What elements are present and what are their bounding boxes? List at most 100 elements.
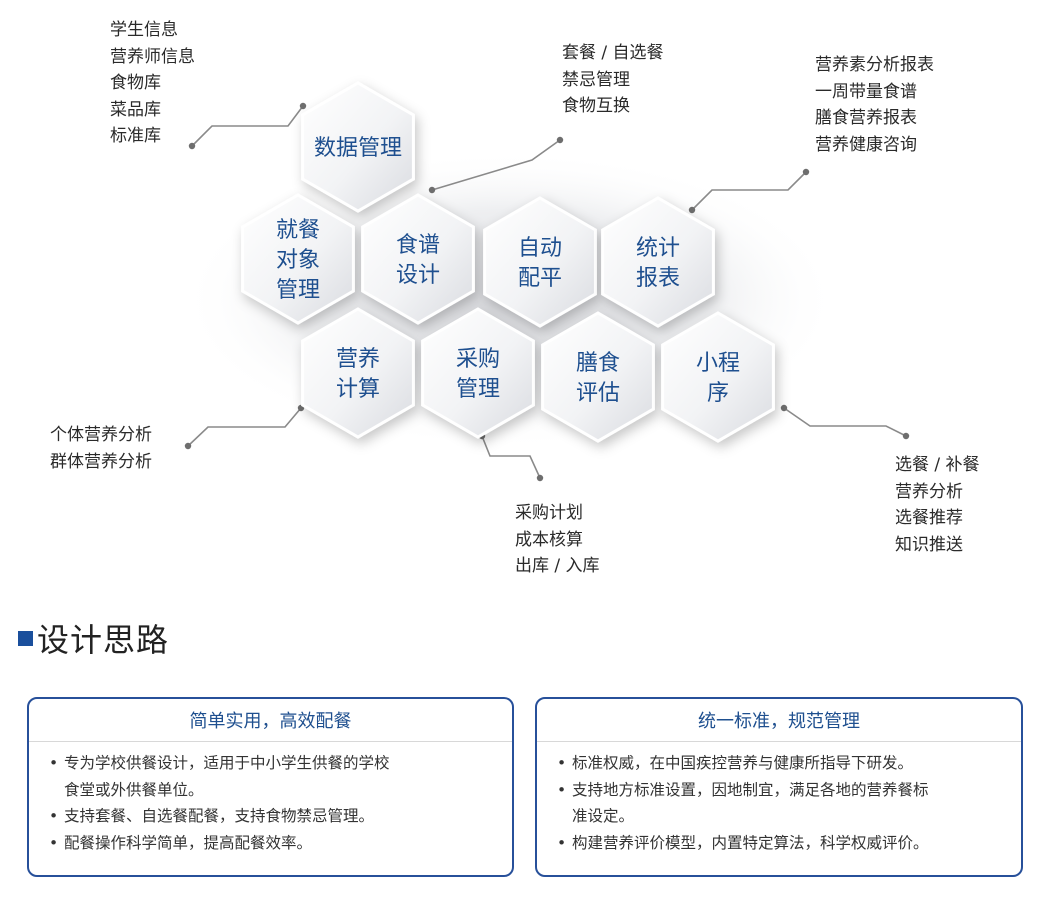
bullet-text: 准设定。 [572,807,635,825]
hex-label: 膳食 [576,351,620,376]
connector-line [191,105,304,147]
card-unified-standard: 统一标准，规范管理 标准权威，在中国疾控营养与健康所指导下研发。支持地方标准设置… [535,697,1023,877]
section-title: 设计思路 [37,621,170,659]
hex-shape [301,81,415,213]
connector-dot [536,474,544,482]
bullet-item: 支持套餐、自选餐配餐，支持食物禁忌管理。 [49,803,512,830]
connector-line [783,407,907,437]
hex-label: 采购 [456,347,500,372]
bullet-text: 配餐操作科学简单，提高配餐效率。 [64,833,313,852]
bullet-text: 标准权威，在中国疾控营养与健康所指导下研发。 [572,754,914,772]
hex-label: 序 [707,381,729,406]
annotation-line: 一周带量食谱 [815,81,917,102]
connector-line [187,407,302,447]
connector-dot [188,142,196,150]
annotation-line: 膳食营养报表 [815,108,917,128]
hex-shape [301,307,415,439]
hex-data: 数据管理 [301,81,415,213]
annotation-line: 菜品库 [110,99,161,120]
bullet-text: 构建营养评价模型，内置特定算法，科学权威评价。 [572,833,929,852]
section-marker-icon [18,630,33,646]
hex-label: 计算 [336,377,380,402]
annotation-line: 出库 / 入库 [515,556,600,576]
hex-shape [361,193,475,325]
bullet-item: 标准权威，在中国疾控营养与健康所指导下研发。 [557,750,1021,777]
annotation-line: 营养师信息 [110,46,195,67]
hex-shape [661,311,775,443]
hex-label: 自动 [518,236,562,261]
hex-label: 小程 [696,351,740,376]
card-simple-practical: 简单实用，高效配餐 专为学校供餐设计，适用于中小学生供餐的学校食堂或外供餐单位。… [27,697,514,877]
annotation-line: 个体营养分析 [50,425,152,445]
hex-label: 对象 [276,248,320,273]
hex-label: 统计 [636,236,680,261]
connector-dot [428,186,436,194]
hex-shape [601,196,715,328]
card-divider [29,741,512,742]
annotation-data-management: 学生信息营养师信息食物库菜品库标准库 [110,17,195,150]
annotation-recipe-design: 套餐 / 自选餐禁忌管理食物互换 [562,40,664,120]
annotation-line: 食物库 [110,73,161,93]
hex-label: 配平 [518,266,562,291]
card-bullet-list: 专为学校供餐设计，适用于中小学生供餐的学校食堂或外供餐单位。支持套餐、自选餐配餐… [29,750,512,856]
hex-label: 就餐 [276,218,320,243]
connector-line [691,171,807,211]
annotation-line: 选餐推荐 [895,508,963,528]
hex-label: 管理 [276,278,320,303]
connector-lines [184,102,910,482]
bullet-text: 支持套餐、自选餐配餐，支持食物禁忌管理。 [64,807,375,825]
connector-line [431,139,561,191]
annotation-purchase-management: 采购计划成本核算出库 / 入库 [515,500,600,580]
annotation-line: 套餐 / 自选餐 [562,43,664,63]
hex-label: 管理 [456,377,500,402]
hex-label: 数据管理 [314,136,402,161]
hex-label: 报表 [636,266,680,291]
hex-label: 设计 [396,263,440,288]
hex-label: 食谱 [396,233,440,258]
annotation-line: 食物互换 [562,96,630,116]
hex-label: 评估 [576,381,620,406]
annotation-line: 群体营养分析 [50,451,152,472]
annotation-line: 标准库 [110,126,161,146]
connector-dot [802,168,810,176]
bullet-text: 专为学校供餐设计，适用于中小学生供餐的学校 [64,754,390,772]
annotation-line: 采购计划 [515,503,583,523]
connector-dot [780,404,788,412]
hex-shape [421,307,535,439]
hex-shape [541,311,655,443]
annotation-line: 营养素分析报表 [815,55,934,75]
connector-dot [299,102,307,110]
connector-dot [902,432,910,440]
annotation-mini-program: 选餐 / 补餐营养分析选餐推荐知识推送 [895,452,980,558]
hex-mini: 小程序 [661,311,775,443]
hex-shape [483,196,597,328]
bullet-text: 支持地方标准设置，因地制宜，满足各地的营养餐标 [572,780,929,799]
connector-dot [556,136,564,144]
card-divider [537,741,1021,742]
annotation-line: 知识推送 [895,534,963,555]
annotation-line: 营养分析 [895,481,963,502]
connector-dot [688,206,696,214]
connector-dot [184,442,192,450]
annotation-line: 学生信息 [110,20,178,40]
card-bullet-list: 标准权威，在中国疾控营养与健康所指导下研发。支持地方标准设置，因地制宜，满足各地… [537,750,1021,856]
connector-line [481,435,541,479]
annotation-line: 选餐 / 补餐 [895,455,980,475]
bullet-item: 构建营养评价模型，内置特定算法，科学权威评价。 [557,830,1021,857]
annotation-line: 成本核算 [515,529,583,550]
annotation-nutrition-calculation: 个体营养分析群体营养分析 [50,422,152,475]
annotation-line: 营养健康咨询 [815,134,917,155]
annotation-line: 禁忌管理 [562,69,630,90]
card-title: 简单实用，高效配餐 [189,711,352,732]
bullet-text: 食堂或外供餐单位。 [64,780,204,799]
